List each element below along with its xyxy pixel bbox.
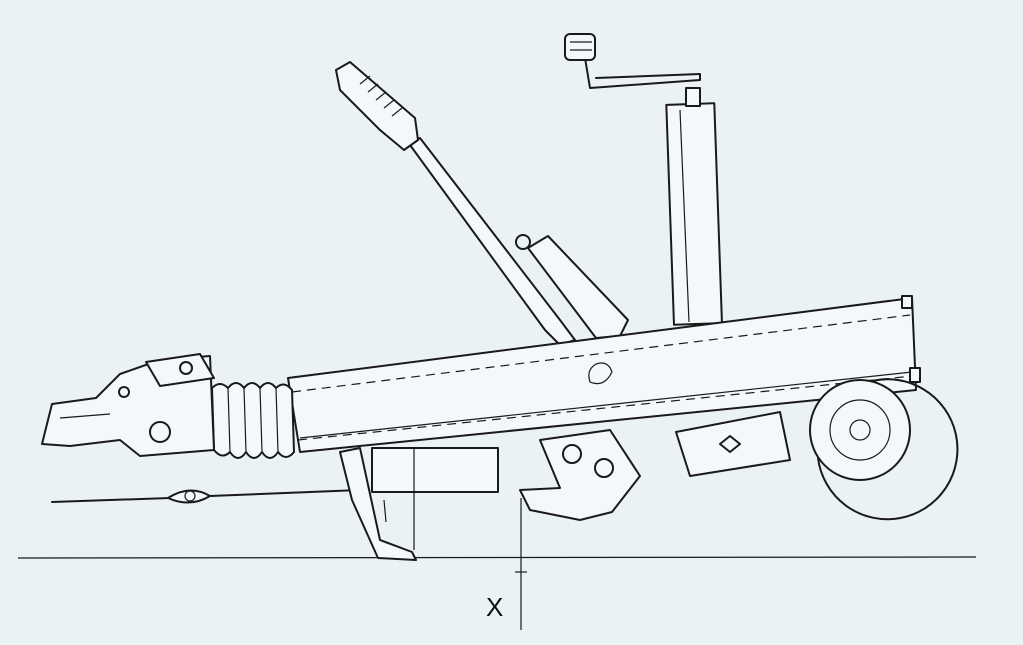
wheel-drum (675, 378, 959, 521)
drawbar-housing (287, 295, 921, 453)
jockey-wheel-leg (564, 33, 723, 326)
under-mechanism (339, 429, 641, 561)
ground-line (17, 556, 977, 559)
dimension-label-x: X (486, 592, 503, 622)
coupling-head (41, 353, 215, 457)
hand-brake-lever (335, 61, 629, 346)
bellows-boot (211, 382, 295, 459)
brake-cable (51, 489, 361, 504)
